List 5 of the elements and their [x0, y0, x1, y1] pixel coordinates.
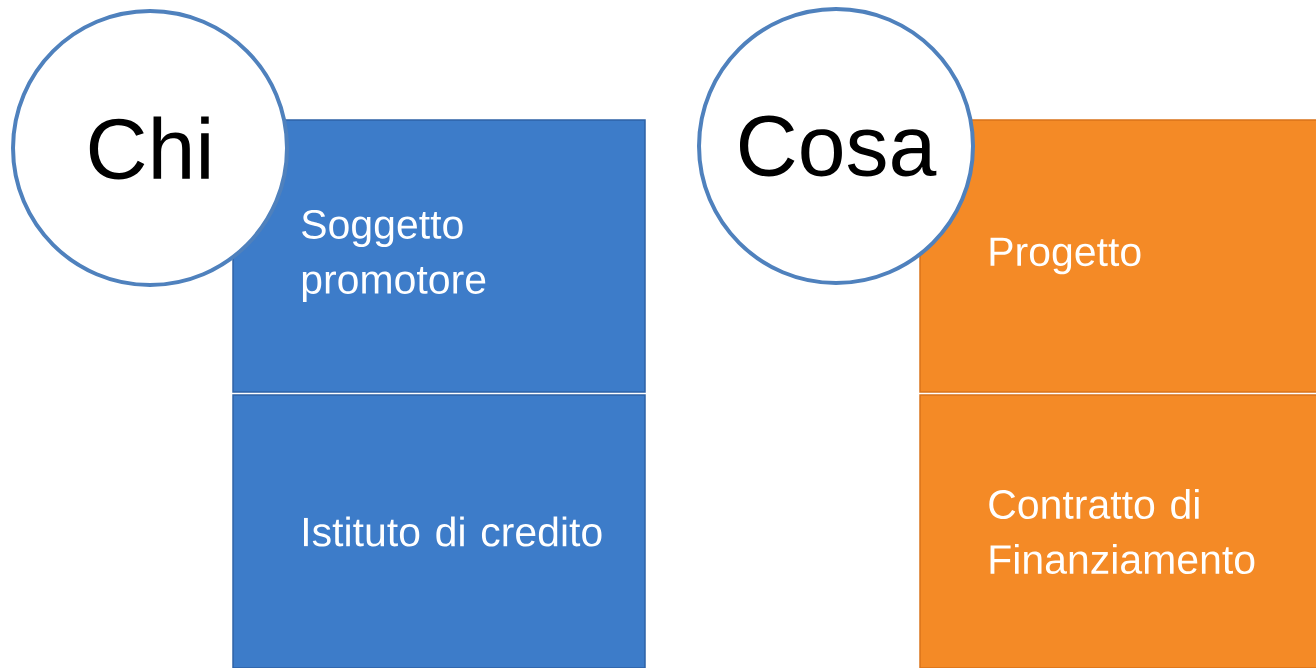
circle-label: Chi: [11, 9, 289, 287]
text-box: Istituto di credito: [232, 394, 646, 668]
text-box: Contratto di Finanziamento: [919, 394, 1316, 668]
text-box: Soggetto promotore: [232, 119, 646, 393]
circle-label: Cosa: [697, 7, 975, 285]
